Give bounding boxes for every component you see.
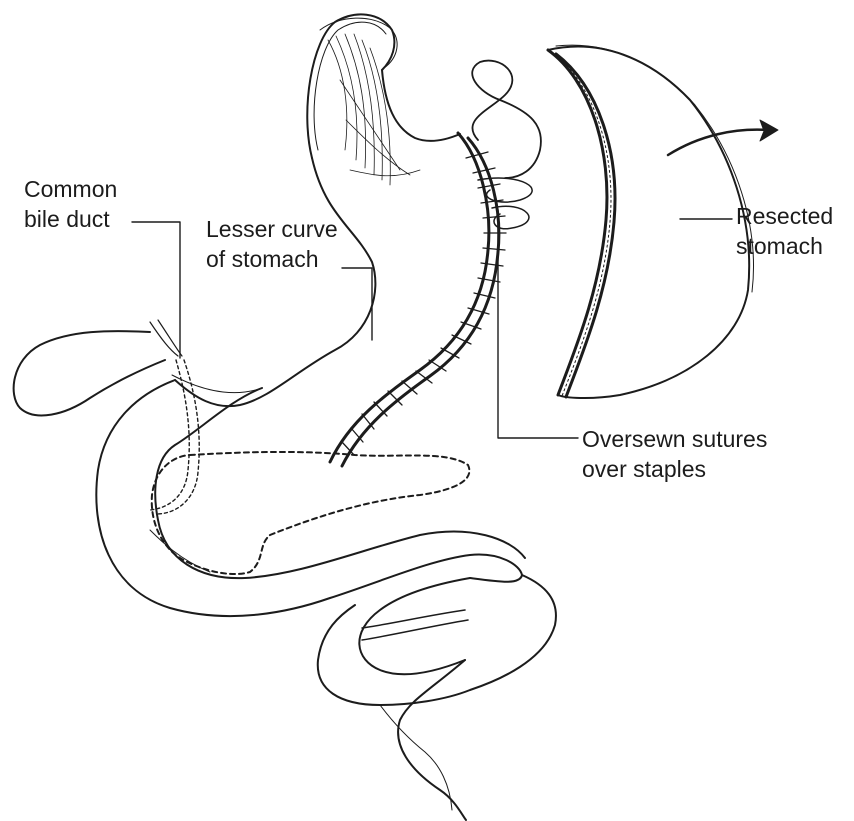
label-line: Oversewn sutures — [582, 424, 767, 454]
label-line: Lesser curve — [206, 214, 338, 244]
esophagus — [307, 14, 420, 185]
label-line: of stomach — [206, 244, 338, 274]
label-line: stomach — [736, 231, 833, 261]
label-lesser-curve: Lesser curve of stomach — [206, 214, 338, 274]
leader-lesser-curve — [342, 268, 372, 340]
removal-arrow — [668, 120, 778, 155]
leader-sutures — [498, 210, 578, 438]
label-common-bile-duct: Common bile duct — [24, 174, 117, 234]
gallbladder — [14, 320, 182, 415]
leader-bile-duct — [132, 222, 180, 358]
label-line: Common — [24, 174, 117, 204]
duodenum — [96, 380, 556, 820]
common-bile-duct — [150, 360, 199, 514]
label-oversewn-sutures: Oversewn sutures over staples — [582, 424, 767, 484]
resected-stomach — [548, 45, 753, 398]
label-line: over staples — [582, 454, 767, 484]
staple-line — [330, 61, 541, 466]
label-line: bile duct — [24, 204, 117, 234]
label-resected-stomach: Resected stomach — [736, 201, 833, 261]
label-line: Resected — [736, 201, 833, 231]
pancreas-outline — [152, 452, 470, 574]
